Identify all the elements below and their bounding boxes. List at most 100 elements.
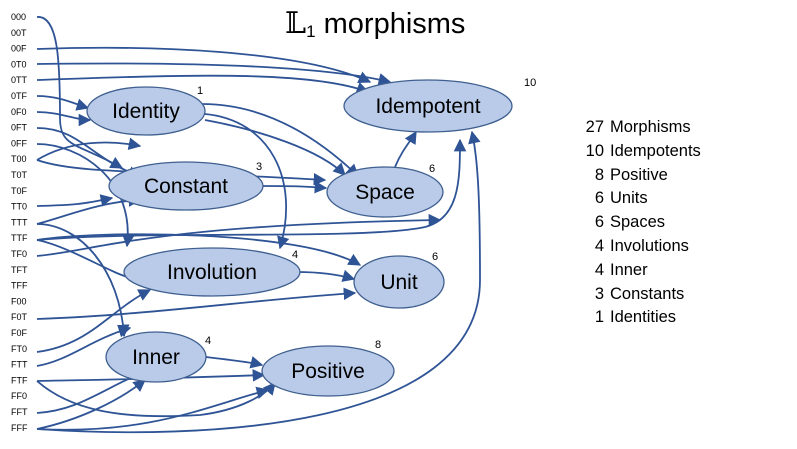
node-involution: Involution 4 <box>123 247 301 297</box>
node-count: 4 <box>205 335 211 347</box>
arrow-edge <box>36 130 481 434</box>
summary-count: 8 <box>594 165 604 184</box>
node-count: 4 <box>292 249 298 261</box>
arrow-edge <box>36 213 442 257</box>
arrow-edge <box>36 379 146 430</box>
node-ellipse <box>108 161 264 211</box>
node-label: Identity <box>112 100 180 123</box>
arrow-edge <box>36 95 90 111</box>
arrow-edge <box>36 386 270 431</box>
node-count: 6 <box>432 251 438 263</box>
arrow-edge <box>201 103 359 177</box>
arrow-edge <box>36 194 114 207</box>
node-label: Space <box>355 181 415 204</box>
function-label: 0TT <box>11 75 28 85</box>
function-label: 00F <box>11 44 27 54</box>
function-label: TTF <box>11 233 28 243</box>
summary-item: 4 Inner <box>578 259 701 283</box>
summary-count: 10 <box>585 141 604 160</box>
arrow-edge <box>36 111 92 127</box>
node-inner: Inner 4 <box>105 331 211 383</box>
function-label: FFF <box>11 423 28 433</box>
arrow-edge <box>205 356 264 369</box>
summary-item: 3 Constants <box>578 283 701 307</box>
function-label: TFF <box>11 281 28 291</box>
arrow-edge <box>36 287 357 320</box>
summary-label: Idempotents <box>610 141 701 160</box>
title-subscript: 1 <box>306 22 316 41</box>
title-text: morphisms <box>323 8 466 40</box>
arrow-edge <box>36 46 372 84</box>
summary-count: 3 <box>594 284 604 303</box>
arrow-edge <box>204 119 346 176</box>
node-idempotent: Idempotent 10 <box>343 77 536 133</box>
node-count: 10 <box>524 77 536 89</box>
node-ellipse <box>261 345 395 397</box>
summary-label: Morphisms <box>610 118 691 136</box>
summary-label: Units <box>610 189 648 208</box>
function-label: 0TF <box>11 91 28 101</box>
function-label: FT0 <box>11 344 27 354</box>
node-ellipse <box>353 255 445 309</box>
summary-item: 6 Spaces <box>578 211 701 235</box>
node-label: Unit <box>380 271 418 294</box>
summary-label: Inner <box>610 260 648 279</box>
function-label: 000 <box>11 12 26 22</box>
function-label: T0F <box>11 186 28 196</box>
node-positive: Positive 8 <box>261 339 395 397</box>
node-ellipse <box>326 166 444 218</box>
function-label: F0F <box>11 328 28 338</box>
function-label: TFT <box>11 265 28 275</box>
function-label: 0T0 <box>11 59 27 69</box>
node-ellipse <box>105 331 207 383</box>
node-ellipse <box>343 79 513 133</box>
arrow-edge <box>261 180 328 194</box>
function-label: T00 <box>11 154 27 164</box>
function-label: F0T <box>11 312 28 322</box>
summary-count: 1 <box>594 308 604 327</box>
function-label: 00T <box>11 28 27 38</box>
node-identity: Identity 1 <box>86 85 206 136</box>
arrow-edge <box>36 289 152 353</box>
node-label: Positive <box>291 360 365 383</box>
node-label: Involution <box>167 261 257 284</box>
function-label: 0FF <box>11 138 28 148</box>
function-label: 0FT <box>11 123 28 133</box>
summary-count: 6 <box>594 213 604 232</box>
summary-count: 4 <box>594 236 604 255</box>
node-label: Inner <box>132 346 180 369</box>
node-ellipse <box>123 247 301 297</box>
arrow-edge <box>36 62 392 86</box>
summary-count: 4 <box>594 260 604 279</box>
summary-label: Identities <box>610 308 677 327</box>
summary-label: Spaces <box>610 213 666 232</box>
arrow-edge <box>36 325 132 367</box>
summary-label: Constants <box>610 284 685 303</box>
diagram-title: 𝕃1 morphisms <box>285 6 465 42</box>
node-label: Idempotent <box>375 95 480 118</box>
arrow-edge <box>394 130 417 168</box>
function-label: 0F0 <box>11 107 27 117</box>
node-ellipse <box>86 86 206 136</box>
function-label: T0T <box>11 170 28 180</box>
summary-count: 6 <box>594 189 604 208</box>
arrow-edge <box>296 269 356 282</box>
summary-label: Involutions <box>610 236 689 255</box>
arrow-edge <box>36 369 266 382</box>
summary-item: 6 Units <box>578 187 701 211</box>
function-label: FTF <box>11 375 28 385</box>
summary-item: 1 Identities <box>578 306 701 330</box>
arrow-edge <box>204 113 290 250</box>
function-label: F00 <box>11 296 27 306</box>
summary-item: 10 Idempotents <box>578 140 701 164</box>
node-count: 8 <box>375 339 381 351</box>
function-label: TF0 <box>11 249 27 259</box>
function-label: FF0 <box>11 391 27 401</box>
arrow-edge <box>36 138 467 241</box>
node-count: 1 <box>197 85 203 97</box>
